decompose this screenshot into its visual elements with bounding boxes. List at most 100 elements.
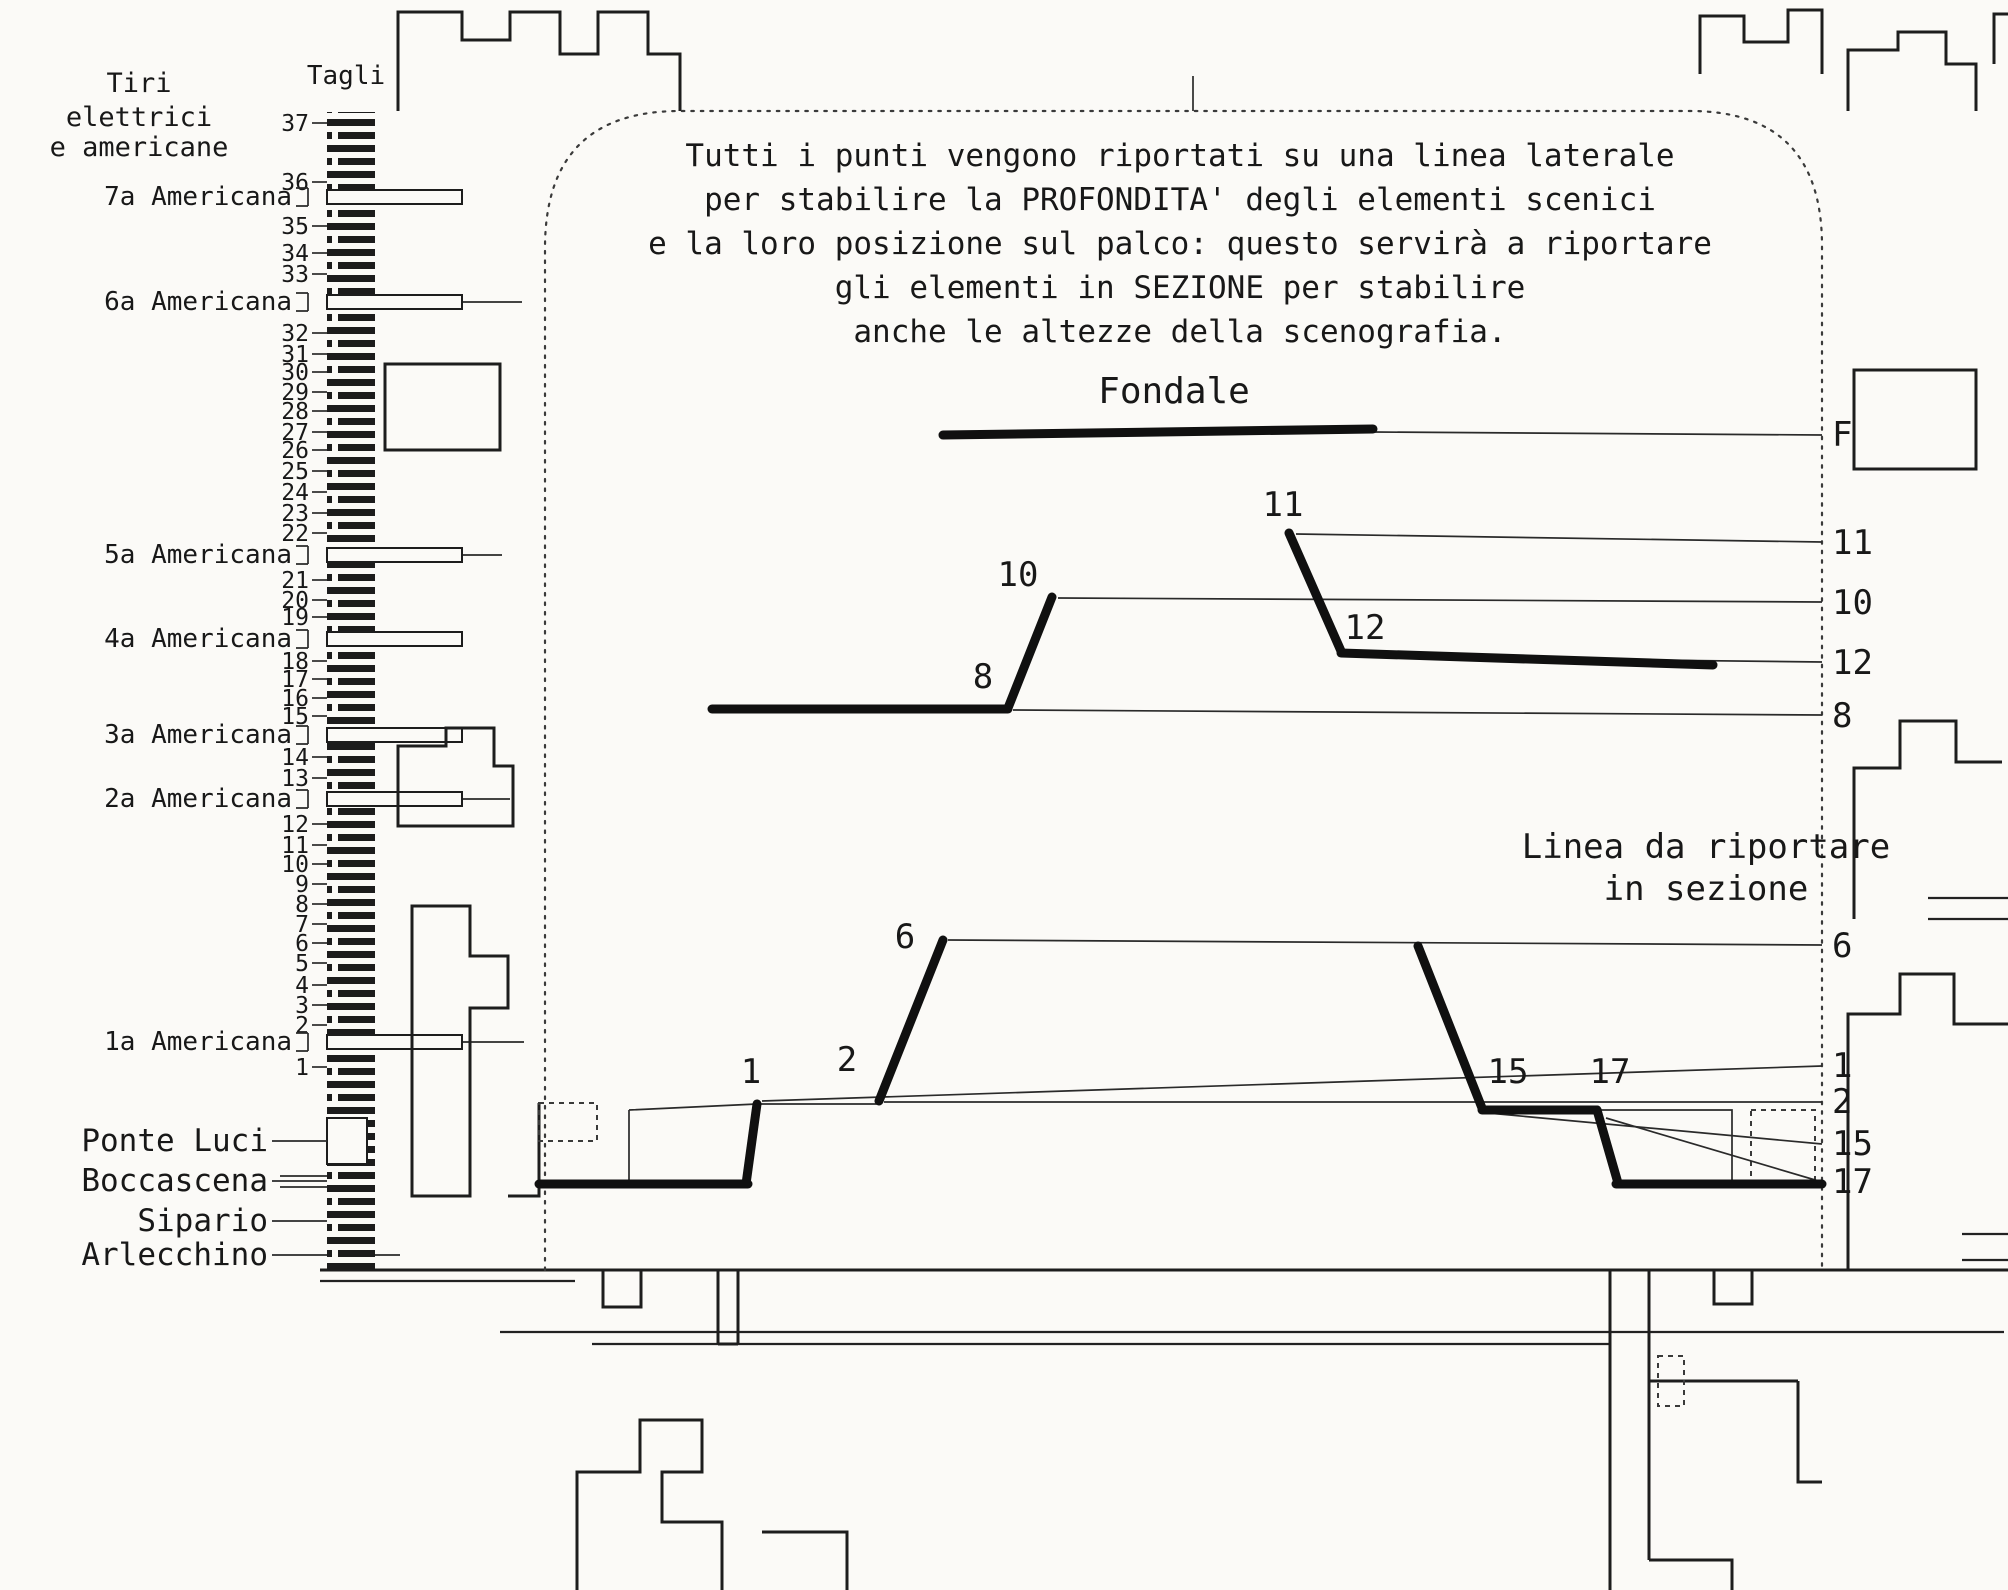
americana-bracket — [296, 629, 309, 649]
americana-bar — [326, 189, 463, 205]
batten-number: 1 — [295, 1055, 309, 1081]
batten-number: 20 — [281, 588, 309, 614]
americana-label: 7a Americana — [104, 182, 292, 212]
note-line: e la loro posizione sul palco: questo se… — [648, 226, 1712, 262]
dashed-marker-box — [538, 1102, 598, 1142]
house-label: Boccascena — [81, 1163, 268, 1199]
tiri-title-line: elettrici — [66, 102, 212, 133]
wall-outline — [1852, 368, 1978, 471]
batten-number: 37 — [281, 111, 309, 137]
reference-line-11 — [1295, 533, 1823, 543]
edge-label-15: 15 — [1832, 1124, 1873, 1164]
batten-number: 11 — [281, 833, 309, 859]
batten-number: 13 — [281, 766, 309, 792]
edge-label-2: 2 — [1832, 1082, 1852, 1122]
batten-number: 6 — [295, 931, 309, 957]
tagli-label: Tagli — [307, 61, 385, 91]
americana-label: 4a Americana — [104, 624, 292, 654]
point-label-6: 6 — [895, 917, 915, 957]
point-label-15: 15 — [1488, 1052, 1529, 1092]
americana-bar — [326, 727, 463, 743]
batten-number: 33 — [281, 262, 309, 288]
wall-outline — [383, 362, 502, 452]
batten-number: 22 — [281, 521, 309, 547]
point-label-12: 12 — [1345, 608, 1386, 648]
americana-bar — [326, 791, 463, 807]
element-11-line — [1284, 528, 1346, 656]
boccascena-mark — [280, 1175, 327, 1188]
batten-number: 9 — [295, 872, 309, 898]
batten-number: 21 — [281, 568, 309, 594]
batten-number: 23 — [281, 501, 309, 527]
ponte-luci-box — [326, 1117, 368, 1165]
reference-line-10 — [1057, 597, 1823, 603]
batten-ladder — [327, 112, 375, 1274]
reference-line-8 — [1012, 709, 1823, 716]
batten-number: 26 — [281, 438, 309, 464]
house-label: Sipario — [137, 1203, 268, 1239]
batten-number: 5 — [295, 951, 309, 977]
point-label-10: 10 — [998, 555, 1039, 595]
dashed-marker-box — [1750, 1109, 1816, 1185]
stage-plan-walls — [320, 8, 2008, 1590]
scenic-elements — [534, 424, 1827, 1189]
reference-line-17 — [1605, 1117, 1823, 1183]
batten-number: 17 — [281, 667, 309, 693]
wall-outline — [1846, 972, 2008, 1270]
element-6-right-line — [1413, 941, 1487, 1113]
batten-number: 18 — [281, 649, 309, 675]
house-label: Ponte Luci — [81, 1123, 268, 1159]
batten-number: 32 — [281, 321, 309, 347]
americana-bracket — [296, 292, 309, 312]
batten-number: 28 — [281, 399, 309, 425]
wall-outline — [762, 1530, 849, 1590]
batten-number: 31 — [281, 342, 309, 368]
point-label-11: 11 — [1263, 485, 1304, 525]
americana-bracket — [296, 545, 309, 565]
edge-label-10: 10 — [1832, 583, 1873, 623]
fondale-line — [938, 424, 1378, 440]
left-batten-schedule: Tiri elettrici e americane Tagli 3736353… — [50, 61, 524, 1274]
edge-label-12: 12 — [1832, 643, 1873, 683]
note-line: gli elementi in SEZIONE per stabilire — [835, 270, 1526, 306]
wall-outline — [1962, 1232, 2008, 1262]
americana-bar-extension — [462, 301, 524, 1043]
americana-bar — [326, 547, 463, 563]
batten-number-list: 3736353433323130292827262524232221201918… — [281, 111, 327, 1081]
point-label-2: 2 — [837, 1040, 857, 1080]
point-label-1: 1 — [741, 1052, 761, 1092]
americana-label: 5a Americana — [104, 540, 292, 570]
americana-bracket — [296, 187, 309, 207]
batten-number: 35 — [281, 214, 309, 240]
right-platform-edge — [1592, 1105, 1623, 1188]
dashed-marker-box — [1657, 1355, 1685, 1407]
wall-outline — [575, 1418, 724, 1590]
batten-number: 8 — [295, 892, 309, 918]
left-platform-outline — [628, 1103, 758, 1184]
americana-label: 1a Americana — [104, 1027, 292, 1057]
batten-number: 4 — [295, 973, 309, 999]
wall-outline — [396, 10, 682, 111]
batten-number: 19 — [281, 605, 309, 631]
americana-label: 2a Americana — [104, 784, 292, 814]
edge-label-1: 1 — [1832, 1046, 1852, 1086]
americana-bar — [326, 294, 463, 310]
sezione-label-line: in sezione — [1604, 869, 1809, 909]
batten-number: 14 — [281, 745, 309, 771]
element-12-line — [1336, 648, 1718, 670]
point-label-8: 8 — [973, 657, 993, 697]
batten-number: 12 — [281, 812, 309, 838]
edge-label-11: 11 — [1832, 523, 1873, 563]
americana-label: 3a Americana — [104, 720, 292, 750]
house-label: Arlecchino — [81, 1237, 268, 1273]
batten-number: 25 — [281, 459, 309, 485]
batten-number: 29 — [281, 380, 309, 406]
sezione-label-line: Linea da riportare — [1522, 827, 1890, 867]
wall-outline — [1712, 1270, 1754, 1306]
reference-line-1 — [761, 1065, 1823, 1102]
americana-bar — [326, 1034, 463, 1050]
batten-number: 30 — [281, 360, 309, 386]
stage-boundary — [543, 109, 1824, 1272]
